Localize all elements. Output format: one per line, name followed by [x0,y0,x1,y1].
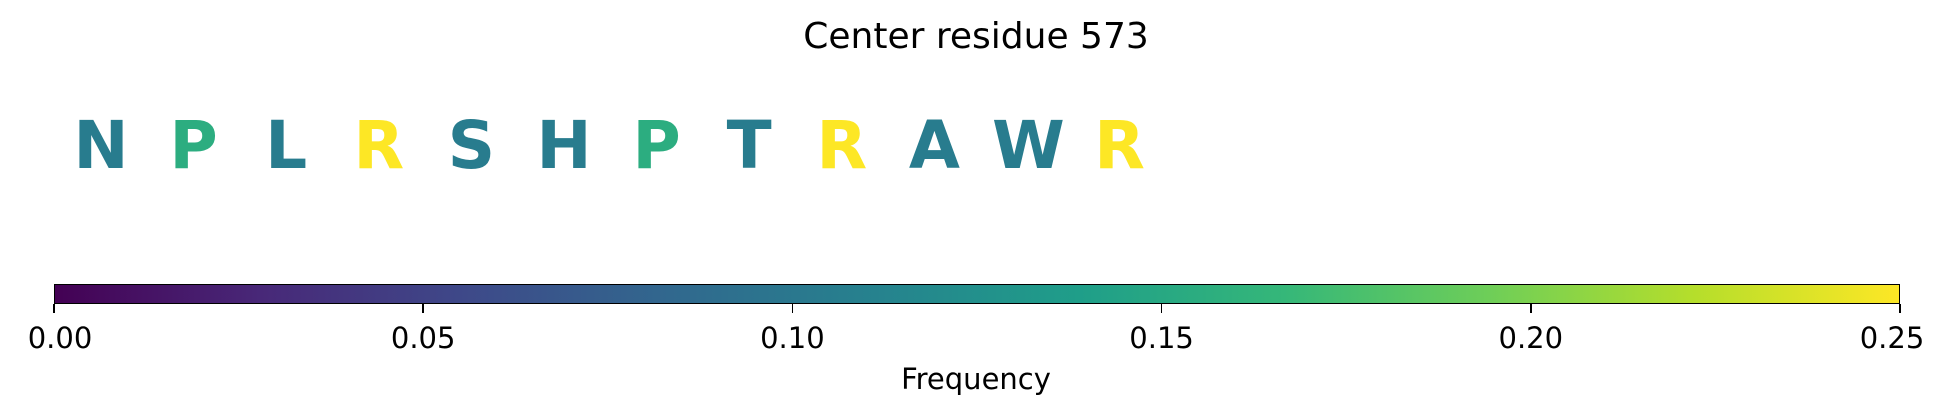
residue-letter: P [169,107,218,184]
colorbar-label: Frequency [901,362,1051,396]
colorbar-tick-label: 0.15 [1129,321,1194,355]
residue-letter: T [726,107,772,184]
residue-letter: R [1094,107,1145,184]
residue-letter: R [816,107,868,184]
residue-letter: H [536,107,592,184]
residue-letter: A [908,107,960,184]
colorbar-tick [1160,304,1163,313]
colorbar-tick-label: 0.10 [760,321,825,355]
residue-letter: L [265,107,308,184]
residue-letter: P [632,107,681,184]
colorbar-container [54,284,1900,304]
colorbar [54,284,1900,304]
residue-letter: R [353,107,405,184]
colorbar-tick [1899,304,1901,313]
colorbar-tick-label: 0.05 [390,321,456,355]
colorbar-tick-label: 0.20 [1498,321,1564,355]
colorbar-tick [1530,304,1532,313]
colorbar-tick [53,304,55,313]
residue-letter: W [992,107,1065,184]
colorbar-tick [791,304,794,313]
colorbar-tick-label: 0.00 [27,321,93,355]
colorbar-tick-label: 0.25 [1859,321,1925,355]
chart-title: Center residue 573 [803,16,1149,57]
colorbar-tick [422,304,424,313]
residue-letter: S [447,107,496,184]
residue-letter: N [73,107,129,184]
